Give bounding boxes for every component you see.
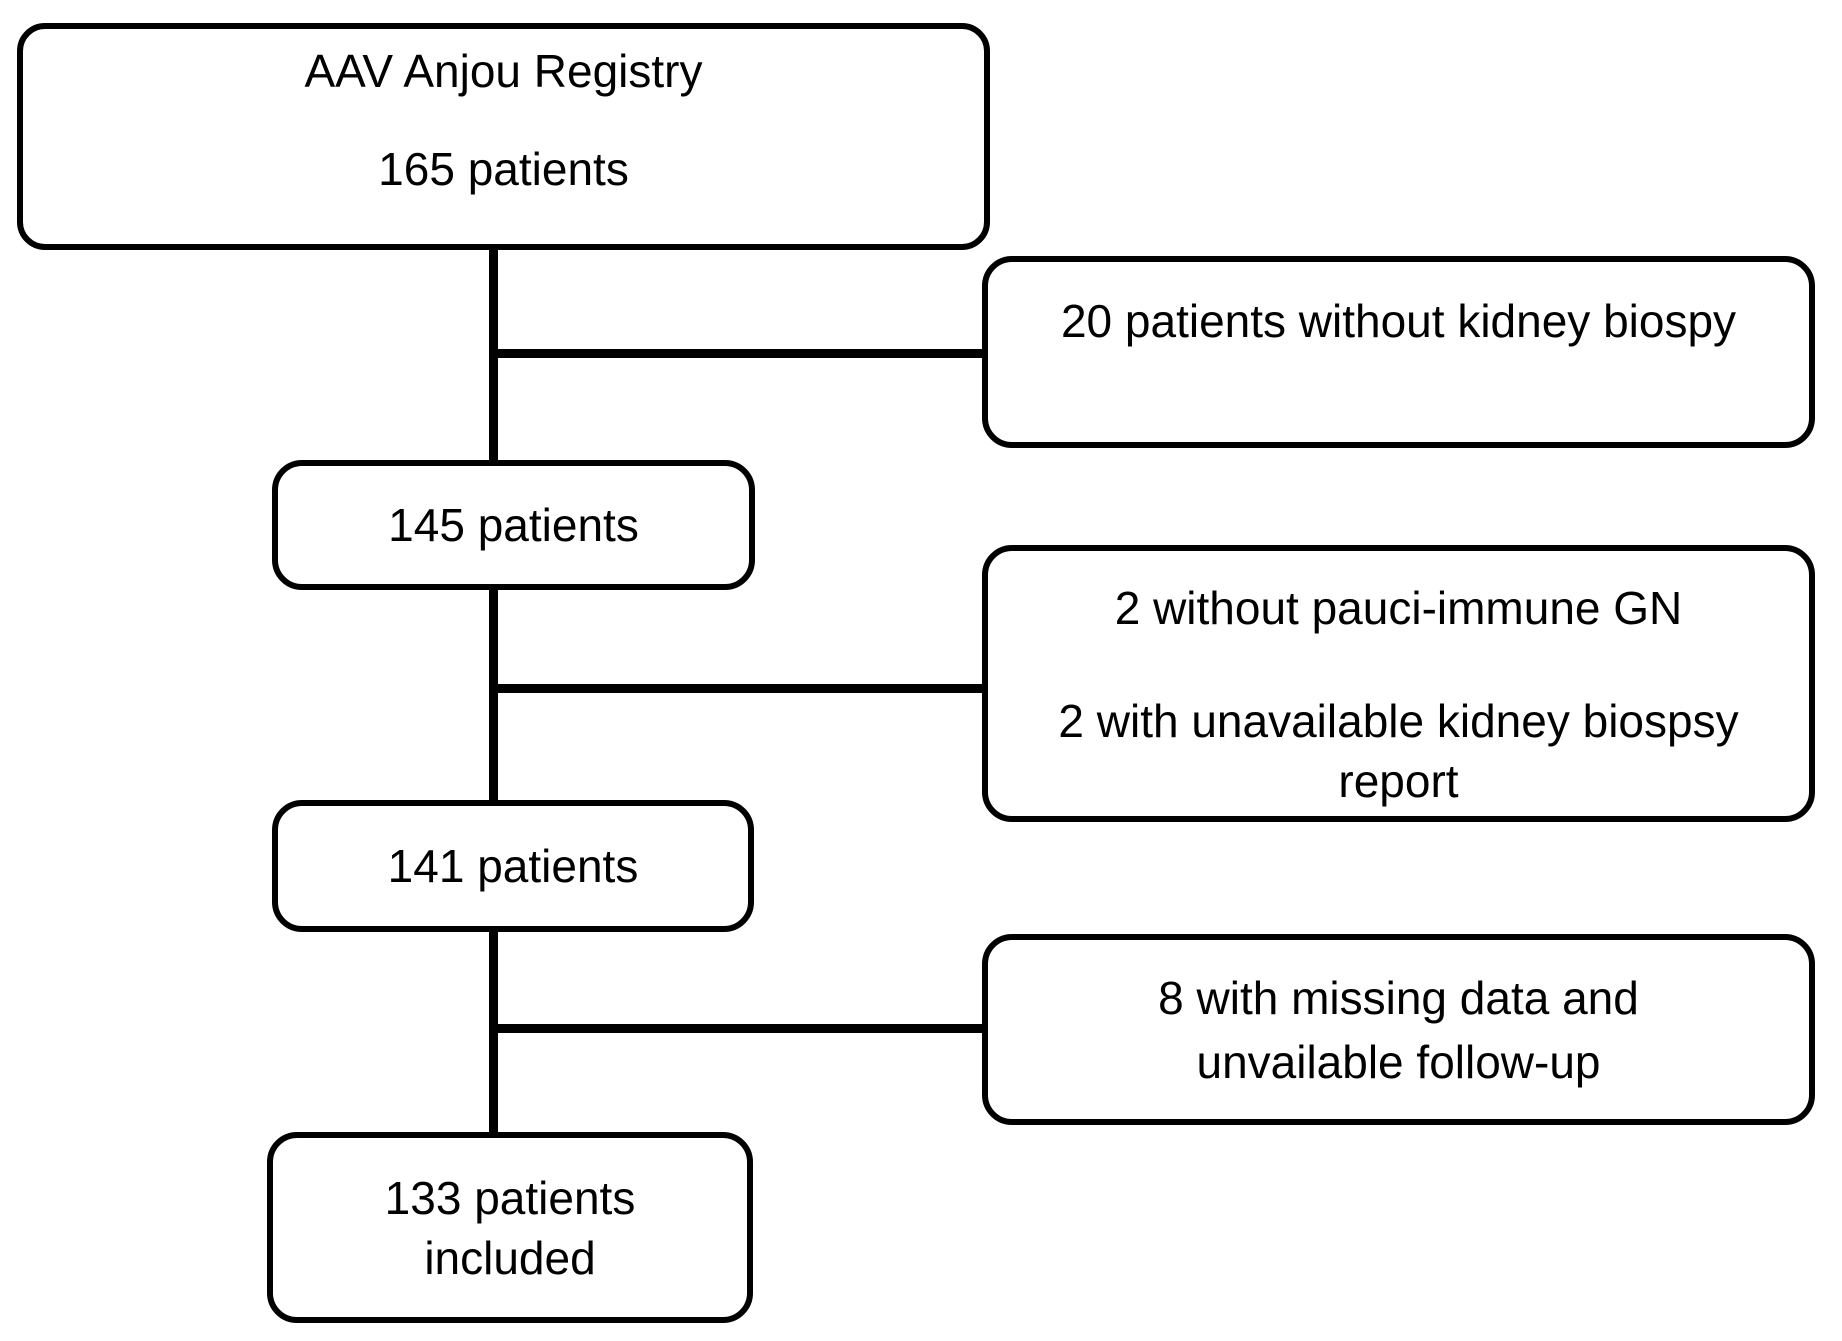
registry-title: AAV Anjou Registry: [304, 45, 703, 97]
trunk-line: [489, 248, 498, 1138]
registry-count: 165 patients: [378, 143, 629, 195]
exclusion-text: 8 with missing data and unvailable follo…: [1158, 971, 1639, 1088]
exclusion-text: 20 patients without kidney biospy: [1060, 295, 1737, 347]
step-box-133-included: 133 patients included: [267, 1132, 753, 1323]
step-box-145: 145 patients: [272, 460, 755, 590]
exclusion-box-biopsy-report: 2 without pauci-immune GN 2 with unavail…: [982, 545, 1815, 822]
connector-line-exclusion-1: [489, 349, 982, 358]
exclusion-box-no-biopsy: 20 patients without kidney biospy: [982, 256, 1815, 448]
exclusion-text-paragraph-2: 2 with unavailable kidney biospsy report: [1058, 695, 1739, 807]
step-label: 133 patients included: [384, 1171, 636, 1284]
exclusion-text-paragraph-1: 2 without pauci-immune GN: [1114, 582, 1683, 634]
step-box-141: 141 patients: [272, 800, 754, 932]
registry-box: AAV Anjou Registry 165 patients: [17, 23, 990, 250]
connector-line-exclusion-3: [489, 1024, 982, 1033]
step-label: 141 patients: [387, 840, 639, 892]
connector-line-exclusion-2: [489, 684, 982, 693]
step-label: 145 patients: [388, 499, 639, 551]
exclusion-box-missing-data: 8 with missing data and unvailable follo…: [982, 934, 1815, 1125]
